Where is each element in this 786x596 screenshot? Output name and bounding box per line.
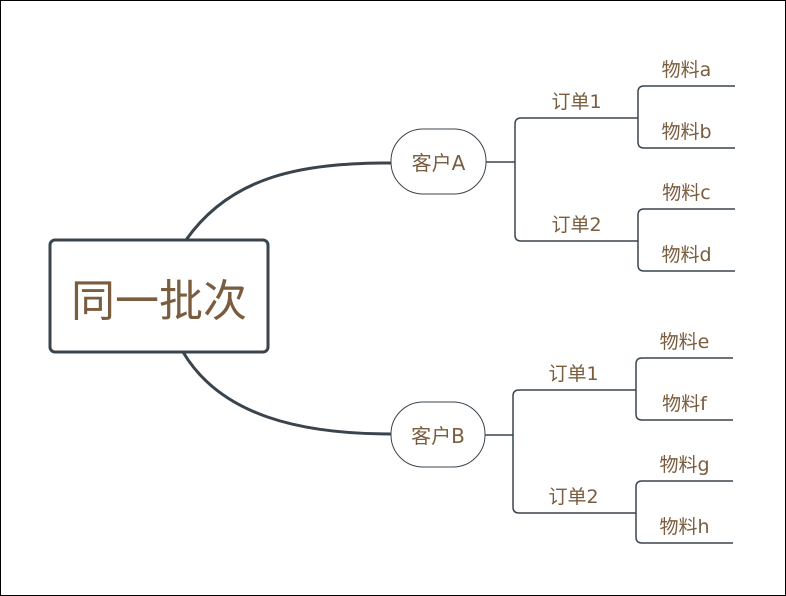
material-label[interactable]: 物料d xyxy=(661,244,711,266)
material-label[interactable]: 物料c xyxy=(662,182,710,204)
order-label[interactable]: 订单1 xyxy=(548,363,598,385)
root-label: 同一批次 xyxy=(71,276,247,327)
material-bracket xyxy=(635,357,733,421)
connector-root-customer-b xyxy=(181,351,392,436)
material-bracket xyxy=(637,208,735,272)
order-label[interactable]: 订单2 xyxy=(551,214,601,236)
order-label[interactable]: 订单2 xyxy=(548,486,598,508)
material-label[interactable]: 物料a xyxy=(662,59,712,81)
material-label[interactable]: 物料g xyxy=(659,454,709,476)
material-bracket xyxy=(637,85,735,149)
root-node[interactable]: 同一批次 xyxy=(48,238,270,354)
material-label[interactable]: 物料b xyxy=(661,121,711,143)
customer-branch: 客户A 订单1 物料a 物料b 订单2 物料c 物料d xyxy=(390,59,735,272)
customer-label: 客户B xyxy=(411,424,465,448)
customer-node[interactable]: 客户B xyxy=(390,401,486,468)
customer-label: 客户A xyxy=(412,151,466,175)
material-label[interactable]: 物料e xyxy=(660,331,710,353)
material-label[interactable]: 物料h xyxy=(659,516,709,538)
order-bracket xyxy=(514,117,638,242)
customer-branch: 客户B 订单1 物料e 物料f 订单2 物料g 物料h xyxy=(390,331,733,544)
customer-node[interactable]: 客户A xyxy=(390,128,487,195)
material-label[interactable]: 物料f xyxy=(662,393,708,415)
material-bracket xyxy=(635,480,733,544)
order-label[interactable]: 订单1 xyxy=(551,91,601,113)
order-bracket xyxy=(512,389,636,514)
connector-root-customer-a xyxy=(184,161,392,241)
